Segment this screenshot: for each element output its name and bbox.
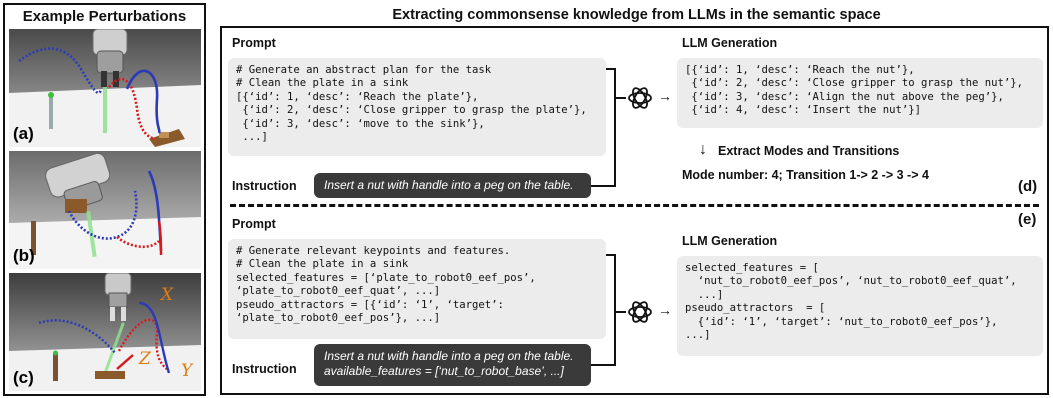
top-instruction-box: Insert a nut with handle into a peg on t… bbox=[314, 173, 591, 198]
openai-logo-icon bbox=[628, 301, 652, 323]
top-generation-box: [{‘id’: 1, ‘desc’: ‘Reach the nut’}, {‘i… bbox=[677, 58, 1043, 128]
top-prompt-box: # Generate an abstract plan for the task… bbox=[228, 58, 606, 156]
scene-a-label: (a) bbox=[13, 124, 34, 143]
bottom-connector-to-llm bbox=[616, 311, 626, 313]
panel-tag-e: (e) bbox=[1018, 211, 1037, 228]
perturbation-panel: Example Perturbations bbox=[3, 3, 206, 396]
instruction-line-2: available_features = [‘nut_to_robot_base… bbox=[324, 364, 564, 378]
bottom-prompt-box: # Generate relevant keypoints and featur… bbox=[228, 239, 606, 339]
scene-c-label: (c) bbox=[13, 368, 34, 387]
bottom-prompt-label: Prompt bbox=[232, 217, 276, 231]
scene-b-label: (b) bbox=[13, 246, 35, 265]
bottom-connector-line bbox=[606, 254, 616, 256]
top-prompt-label: Prompt bbox=[232, 36, 276, 50]
axis-z-label: Z bbox=[139, 349, 151, 369]
top-generation-label: LLM Generation bbox=[682, 36, 778, 50]
perturbation-title: Example Perturbations bbox=[22, 8, 187, 25]
bottom-connector-vertical bbox=[614, 254, 616, 366]
down-arrow-icon: ↓ bbox=[699, 141, 707, 158]
scene-c-render bbox=[9, 273, 201, 391]
top-connector-bottom bbox=[591, 185, 616, 187]
llm-panel: Prompt # Generate an abstract plan for t… bbox=[220, 26, 1049, 395]
top-connector-vertical bbox=[614, 68, 616, 187]
bottom-connector-bottom bbox=[591, 364, 616, 366]
scene-a-render bbox=[9, 29, 201, 147]
top-instruction-label: Instruction bbox=[232, 179, 297, 193]
scene-b-image: (b) bbox=[9, 151, 201, 269]
right-arrow-icon: → bbox=[658, 88, 672, 104]
scene-b-render bbox=[9, 151, 201, 269]
bottom-generation-label: LLM Generation bbox=[682, 234, 778, 248]
axis-y-label: Y bbox=[181, 361, 193, 381]
openai-logo-icon bbox=[628, 87, 652, 109]
scene-c-image: X Z Y (c) bbox=[9, 273, 201, 391]
bottom-instruction-label: Instruction bbox=[232, 362, 297, 376]
instruction-line-1: Insert a nut with handle into a peg on t… bbox=[324, 349, 574, 363]
main-title: Extracting commonsense knowledge from LL… bbox=[392, 7, 881, 23]
section-divider bbox=[230, 204, 1039, 207]
top-connector-line bbox=[606, 68, 616, 70]
mode-text: Mode number: 4; Transition 1-> 2 -> 3 ->… bbox=[682, 168, 929, 182]
extract-label: Extract Modes and Transitions bbox=[718, 144, 900, 158]
bottom-generation-box: selected_features = [ ‘nut_to_robot0_eef… bbox=[677, 256, 1043, 356]
bottom-instruction-box: Insert a nut with handle into a peg on t… bbox=[314, 344, 591, 386]
top-connector-to-llm bbox=[616, 97, 626, 99]
panel-tag-d: (d) bbox=[1018, 178, 1038, 195]
axis-x-label: X bbox=[161, 285, 174, 305]
scene-a-image: (a) bbox=[9, 29, 201, 147]
right-arrow-icon: → bbox=[658, 302, 672, 318]
